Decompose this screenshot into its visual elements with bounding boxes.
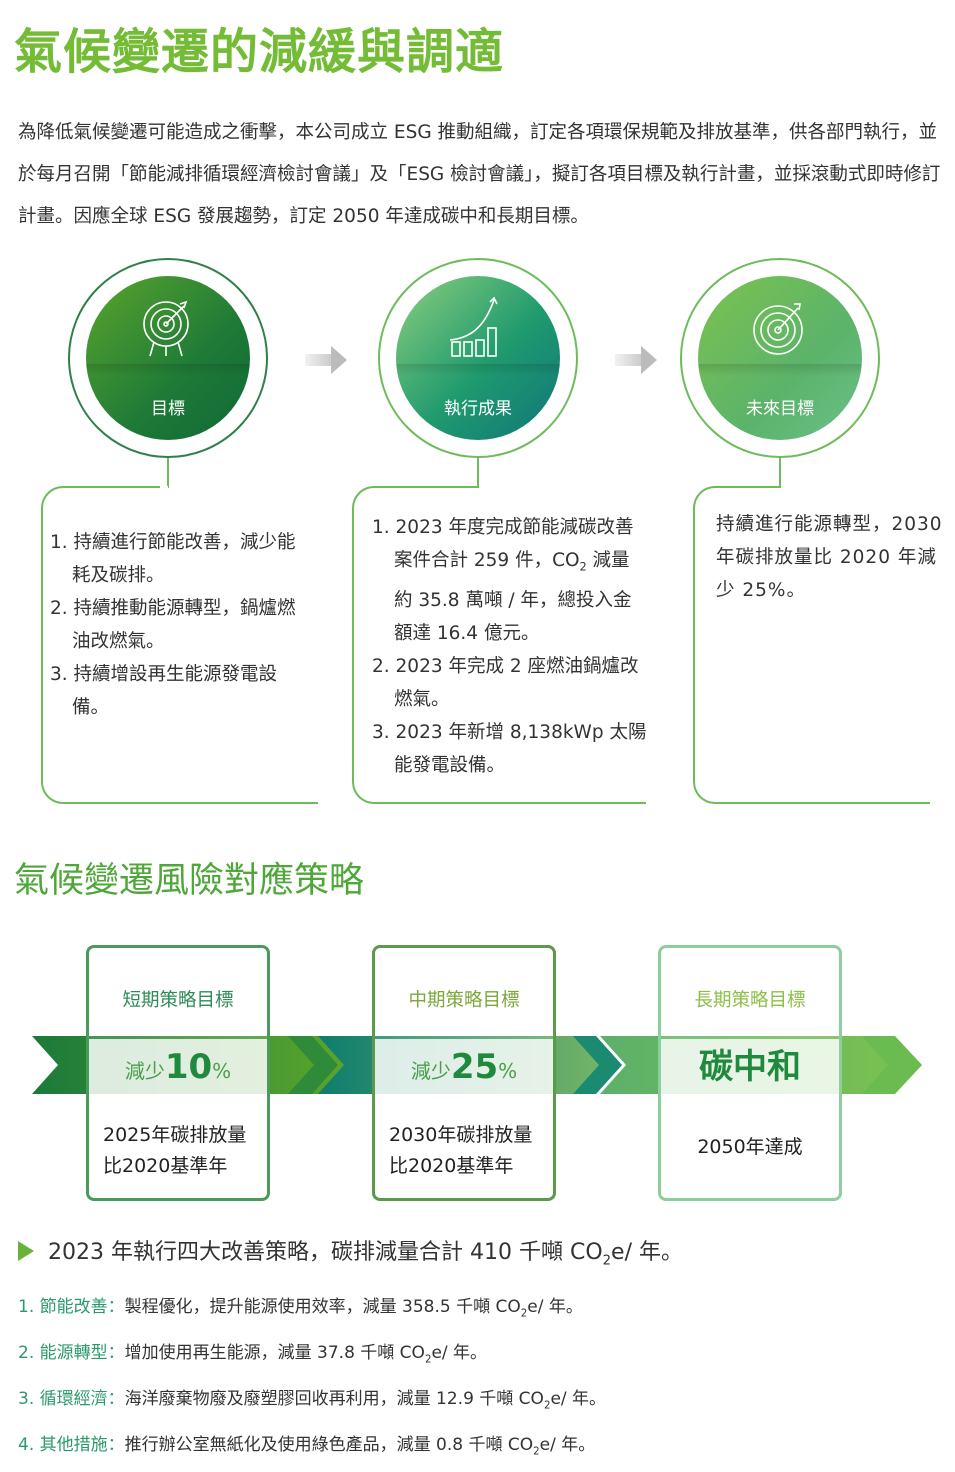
goal-list: 1. 持續進行節能改善，減少能耗及碳排。 2. 持續推動能源轉型，鍋爐燃油改燃氣… bbox=[50, 526, 310, 724]
card-title: 中期策略目標 bbox=[408, 990, 520, 1011]
list-item: 2. 能源轉型：增加使用再生能源，減量 37.8 千噸 CO2e/ 年。 bbox=[18, 1342, 488, 1366]
list-item: 1. 節能改善：製程優化，提升能源使用效率，減量 358.5 千噸 CO2e/ … bbox=[18, 1297, 583, 1320]
list-item: 2. 持續推動能源轉型，鍋爐燃油改燃氣。 bbox=[50, 598, 296, 652]
card-desc: 2025年碳排放量比2020基準年 bbox=[103, 1124, 247, 1177]
page-title: 氣候變遷的減緩與調適 bbox=[14, 24, 505, 80]
target-icon bbox=[753, 303, 803, 355]
list-item: 4. 其他措施：推行辦公室無紙化及使用綠色產品，減量 0.8 千噸 CO2e/ … bbox=[18, 1434, 596, 1458]
intro-paragraph: 為降低氣候變遷可能造成之衝擊，本公司成立 ESG 推動組織，訂定各項環保規範及排… bbox=[18, 122, 941, 227]
list-item: 3. 循環經濟：海洋廢棄物廢及廢塑膠回收再利用，減量 12.9 千噸 CO2e/… bbox=[18, 1388, 607, 1412]
card-target: 減少10% bbox=[89, 1039, 267, 1096]
card-target: 碳中和 bbox=[661, 1039, 839, 1096]
card-target: 減少25% bbox=[375, 1039, 553, 1096]
growth-chart-icon bbox=[449, 296, 498, 357]
summary-line: 2023 年執行四大改善策略，碳排減量合計 410 千噸 CO2e/ 年。 bbox=[18, 1234, 683, 1268]
list-item: 1. 2023 年度完成節能減碳改善案件合計 259 件，CO2 減量約 35.… bbox=[372, 517, 634, 644]
card-title: 長期策略目標 bbox=[694, 990, 806, 1011]
stage-future: 未來目標 bbox=[680, 258, 880, 458]
strategy-card-short: 短期策略目標 減少10% 2025年碳排放量比2020基準年 bbox=[86, 945, 270, 1201]
card-desc: 2050年達成 bbox=[697, 1136, 803, 1158]
triangle-bullet-icon bbox=[18, 1241, 34, 1261]
stage-goal: 目標 bbox=[68, 258, 268, 458]
results-list: 1. 2023 年度完成節能減碳改善案件合計 259 件，CO2 減量約 35.… bbox=[372, 511, 647, 782]
list-item: 3. 2023 年新增 8,138kWp 太陽能發電設備。 bbox=[372, 721, 647, 776]
strategy-card-long: 長期策略目標 碳中和 2050年達成 bbox=[658, 945, 842, 1201]
stage-results: 執行成果 bbox=[378, 258, 578, 458]
list-item: 1. 持續進行節能改善，減少能耗及碳排。 bbox=[50, 532, 296, 586]
section-title: 氣候變遷風險對應策略 bbox=[14, 861, 365, 901]
list-item: 2. 2023 年完成 2 座燃油鍋爐改燃氣。 bbox=[372, 655, 639, 710]
list-item: 3. 持續增設再生能源發電設備。 bbox=[50, 664, 278, 718]
measures-list: 1. 節能改善：製程優化，提升能源使用效率，減量 358.5 千噸 CO2e/ … bbox=[18, 1288, 606, 1472]
stage-label: 目標 bbox=[151, 399, 185, 419]
target-stand-icon bbox=[143, 300, 189, 357]
stage-label: 未來目標 bbox=[746, 399, 814, 419]
card-desc: 2030年碳排放量比2020基準年 bbox=[389, 1124, 533, 1177]
strategy-card-mid: 中期策略目標 減少25% 2030年碳排放量比2020基準年 bbox=[372, 945, 556, 1201]
card-title: 短期策略目標 bbox=[122, 990, 234, 1011]
stage-label: 執行成果 bbox=[444, 399, 512, 419]
future-text: 持續進行能源轉型，2030 年碳排放量比 2020 年減少 25%。 bbox=[716, 514, 943, 601]
